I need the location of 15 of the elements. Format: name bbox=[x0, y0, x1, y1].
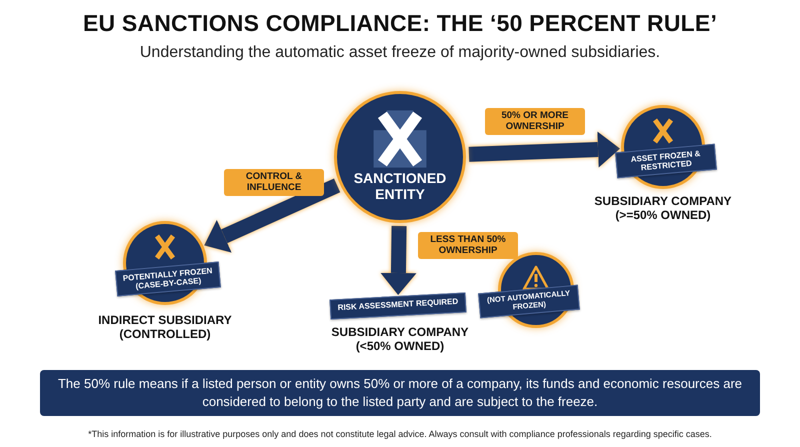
edge-label: CONTROL & INFLUENCE bbox=[224, 169, 324, 196]
node-caption: INDIRECT SUBSIDIARY (CONTROLLED) bbox=[97, 313, 233, 342]
subtitle: Understanding the automatic asset freeze of majority-owned subsidiaries. bbox=[140, 44, 660, 62]
status-banner: ASSET FROZEN & RESTRICTED bbox=[615, 144, 717, 179]
node-caption: SUBSIDIARY COMPANY (>=50% OWNED) bbox=[593, 194, 733, 223]
status-banner: RISK ASSESSMENT REQUIRED bbox=[330, 292, 466, 320]
edge-label: LESS THAN 50% OWNERSHIP bbox=[418, 232, 518, 259]
title: EU SANCTIONS COMPLIANCE: THE ‘50 PERCENT RULE’ bbox=[82, 10, 718, 37]
edge-label: 50% OR MORE OWNERSHIP bbox=[485, 108, 585, 135]
entity-circle bbox=[334, 91, 466, 223]
info-panel: The 50% rule means if a listed person or entity owns 50% or more of a company, its funds and economic resources are considered to belong to the listed party and are subject to the freeze. bbox=[40, 370, 760, 416]
node-caption: SUBSIDIARY COMPANY (<50% OWNED) bbox=[330, 325, 470, 354]
status-banner: POTENTIALLY FROZEN (CASE-BY-CASE) bbox=[115, 262, 221, 297]
footnote: *This information is for illustrative purposes only and does not constitute legal advice. Always consult with compliance professionals regarding specific cases. bbox=[88, 429, 712, 439]
entity-label: SANCTIONED ENTITY bbox=[352, 171, 448, 202]
